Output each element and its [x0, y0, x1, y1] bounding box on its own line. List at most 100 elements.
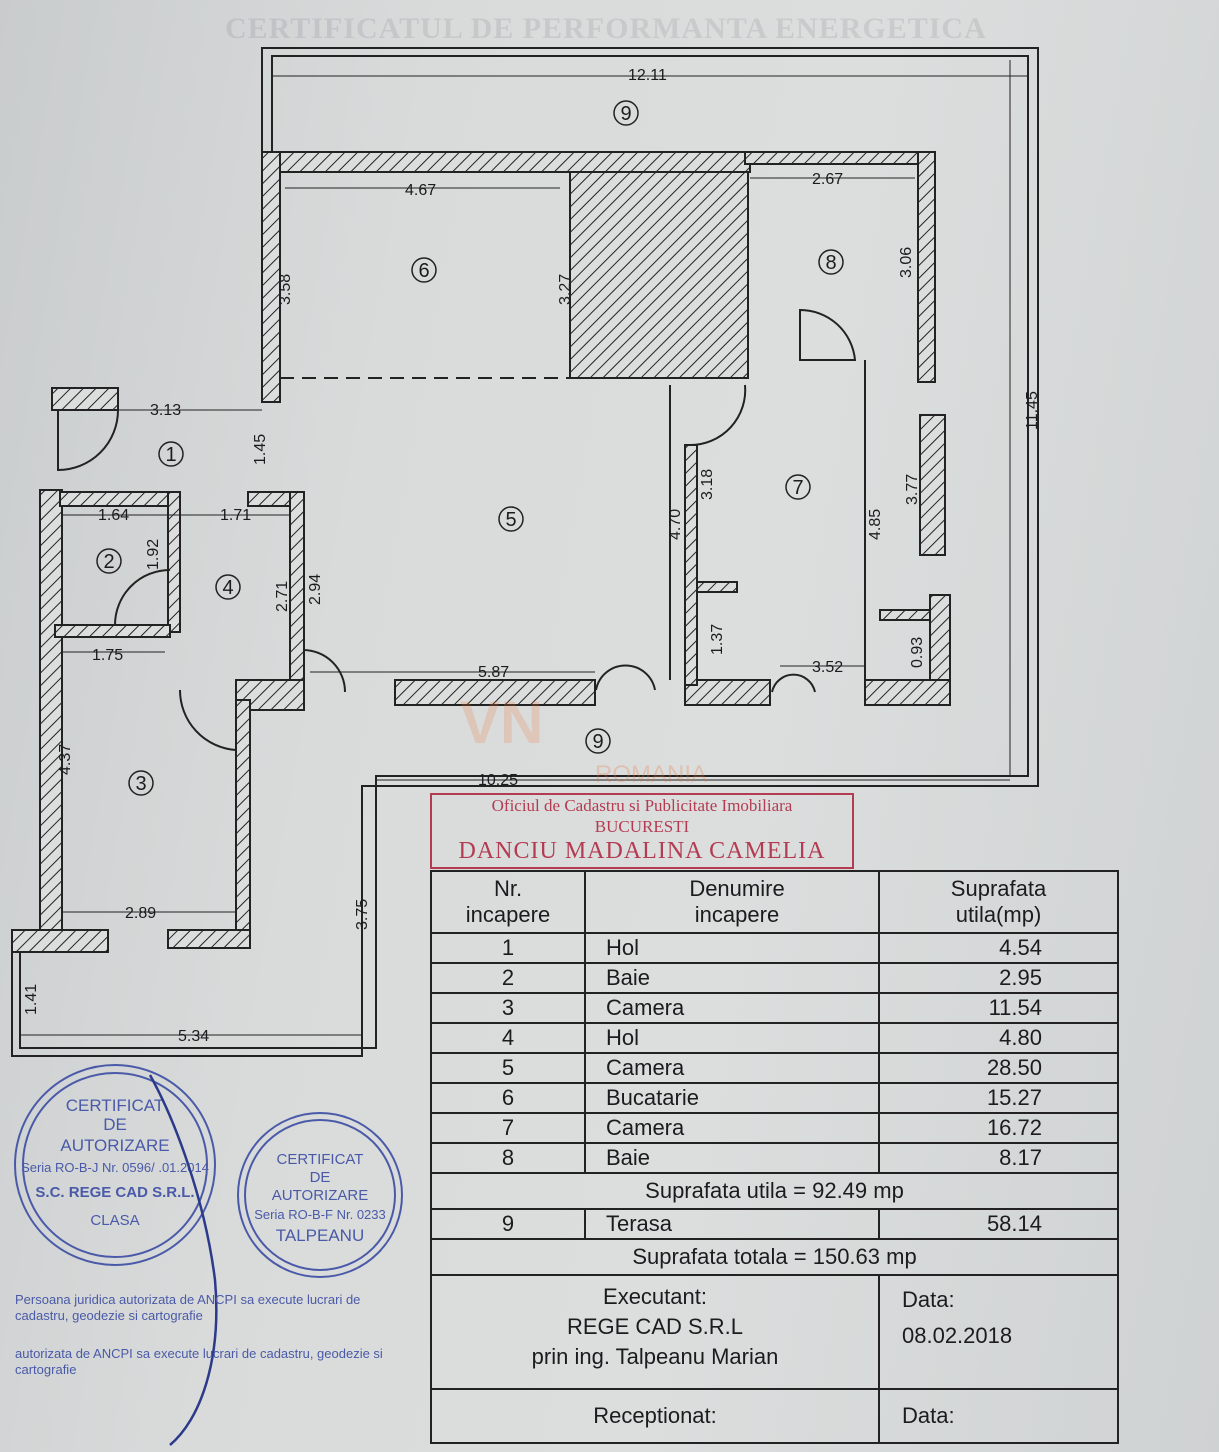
watermark-logo: VN [460, 689, 544, 756]
dim-balcony-right: 3.75 [354, 899, 371, 930]
dimension-lines [20, 60, 1028, 1036]
bleed-through-title: CERTIFICATUL DE PERFORMANTA ENERGETICA [225, 12, 987, 45]
stamp2-line: TALPEANU [276, 1226, 365, 1245]
dim-hol1-width: 3.13 [150, 402, 181, 419]
dim-hol4-width: 1.71 [220, 507, 251, 524]
room-label-2: 2 [103, 551, 114, 573]
dim-balcony-width: 5.34 [178, 1028, 209, 1045]
dim-hol1-height: 1.45 [252, 434, 269, 465]
row-name: Hol [584, 1022, 880, 1054]
stamp1-line: CLASA [90, 1212, 139, 1229]
dim-room7-corner: 0.93 [909, 637, 926, 668]
row-area: 15.27 [878, 1082, 1119, 1114]
header-name: Denumire incapere [584, 870, 880, 934]
row-area: 28.50 [878, 1052, 1119, 1084]
room-label-9-bottom: 9 [592, 731, 603, 753]
dim-room7-left: 4.85 [867, 509, 884, 540]
row-nr: 6 [430, 1082, 586, 1114]
useful-area-total: Suprafata utila = 92.49 mp [430, 1172, 1119, 1210]
red-stamp-line: DANCIU MADALINA CAMELIA [458, 838, 826, 864]
rooms-table: Nr. incapere Denumire incapere Suprafata… [430, 870, 1119, 1444]
red-stamp-line: Oficiul de Cadastru si Publicitate Imobi… [491, 796, 793, 815]
dim-balcony-height: 1.41 [23, 984, 40, 1015]
dim-top-terrace: 12.11 [628, 67, 667, 84]
header-nr: Nr. incapere [430, 870, 586, 934]
stamp2-line: Seria RO-B-F Nr. 0233 [254, 1207, 386, 1222]
row-area: 11.54 [878, 992, 1119, 1024]
row-name: Baie [584, 962, 880, 994]
room-number-circles [96, 100, 844, 796]
dim-room3-top: 1.75 [92, 647, 123, 664]
row-nr: 7 [430, 1112, 586, 1144]
room-label-6: 6 [418, 260, 429, 282]
received-label: Receptionat: [430, 1388, 880, 1444]
terrace-outline [11, 47, 1039, 1057]
dim-room7-width: 3.52 [812, 659, 843, 676]
row-nr: 4 [430, 1022, 586, 1054]
room-label-1: 1 [165, 444, 176, 466]
room-label-4: 4 [222, 577, 233, 599]
stamp2-line: CERTIFICAT [277, 1151, 364, 1168]
dim-room3-bottom: 2.89 [125, 905, 156, 922]
dim-living-left: 2.94 [307, 574, 324, 605]
row-nr: 5 [430, 1052, 586, 1084]
dim-room7-door: 3.18 [699, 469, 716, 500]
doors [57, 308, 866, 751]
row-area: 8.17 [878, 1142, 1119, 1174]
row-nr: 2 [430, 962, 586, 994]
dim-bath8-height: 3.06 [898, 247, 915, 278]
terrace-outline-inner [19, 55, 1029, 1049]
stamp1-line: AUTORIZARE [60, 1136, 169, 1155]
stamp2-line: AUTORIZARE [272, 1187, 368, 1204]
table-row: 9 Terasa 58.14 [430, 1208, 1119, 1240]
stamp1-line: DE [103, 1115, 127, 1134]
stamp2-line: DE [310, 1169, 331, 1186]
row-area: 4.54 [878, 932, 1119, 964]
date-cell: Data: 08.02.2018 [878, 1274, 1119, 1390]
authorization-stamp-1 [14, 1064, 216, 1266]
executant-company: REGE CAD S.R.L [566, 1314, 744, 1339]
room-label-3: 3 [135, 773, 146, 795]
dim-kitchen-width: 4.67 [405, 182, 436, 199]
room-label-8: 8 [825, 252, 836, 274]
authorization-stamp-2 [237, 1112, 403, 1278]
stamp1-line: S.C. REGE CAD S.R.L. [35, 1184, 194, 1201]
received-date-label: Data: [878, 1388, 1119, 1444]
executant-cell: Executant: REGE CAD S.R.L prin ing. Talp… [430, 1274, 880, 1390]
dim-living-width: 5.87 [478, 664, 509, 681]
row-nr: 8 [430, 1142, 586, 1174]
cadastre-office-stamp: Oficiul de Cadastru si Publicitate Imobi… [430, 793, 854, 869]
date-value: 08.02.2018 [902, 1323, 1013, 1348]
stamp1-line: CERTIFICAT [66, 1096, 165, 1115]
table-header: Nr. incapere Denumire incapere Suprafata… [430, 870, 1119, 934]
dim-bath2-height: 1.92 [145, 539, 162, 570]
room-label-9-top: 9 [620, 103, 631, 125]
date-label: Data: [902, 1287, 955, 1312]
dim-room3-height: 4.37 [57, 744, 74, 775]
signature [148, 1074, 218, 1446]
header-area: Suprafata utila(mp) [878, 870, 1119, 934]
dim-room7-right: 3.77 [904, 474, 921, 505]
watermark-text: ROMANIA [595, 761, 708, 788]
row-nr: 1 [430, 932, 586, 964]
dim-hol4-height: 2.71 [274, 581, 291, 612]
executant-person: prin ing. Talpeanu Marian [531, 1344, 779, 1369]
row-area: 16.72 [878, 1112, 1119, 1144]
row-name: Camera [584, 992, 880, 1024]
row-name: Camera [584, 1112, 880, 1144]
dim-bath2-width: 1.64 [98, 507, 129, 524]
dim-room7-low: 1.37 [709, 624, 726, 655]
red-stamp-line: BUCURESTI [594, 817, 690, 836]
row-name: Camera [584, 1052, 880, 1084]
dim-kitchen-right: 3.27 [557, 274, 574, 305]
stamp2-ring-text: autorizata de ANCPI sa execute lucrari d… [15, 1346, 383, 1377]
